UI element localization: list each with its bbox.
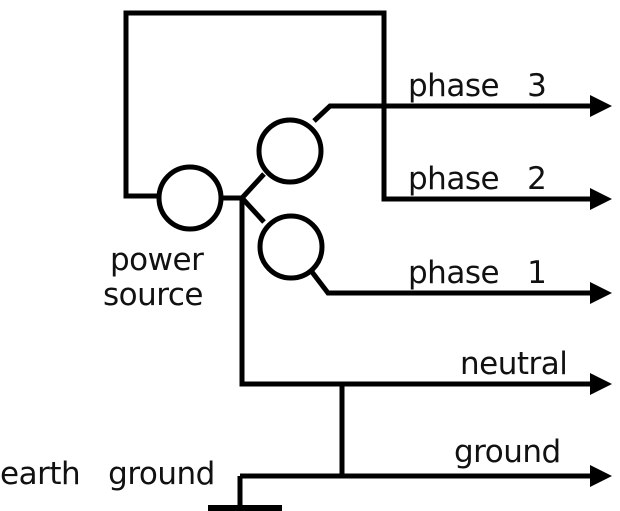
ground-label: ground bbox=[454, 434, 561, 470]
phase-1-arrowhead bbox=[590, 282, 612, 304]
phase-3-label: phase 3 bbox=[408, 68, 546, 104]
neutral-arrowhead bbox=[590, 373, 612, 395]
phase-2-arrowhead bbox=[590, 188, 612, 210]
power-source-coil bbox=[156, 164, 224, 232]
phase-3-coil bbox=[256, 117, 324, 185]
phase-2-wire bbox=[123, 10, 594, 202]
ground-arrowhead bbox=[590, 465, 612, 487]
branch-to-upper-coil bbox=[240, 172, 266, 200]
phase-3-wire bbox=[312, 103, 594, 123]
phase-1-coil bbox=[257, 213, 325, 281]
neutral-label: neutral bbox=[460, 346, 567, 382]
phase-2-label: phase 2 bbox=[408, 161, 546, 197]
branch-to-lower-coil bbox=[240, 196, 266, 224]
phase-3-arrowhead bbox=[590, 95, 612, 117]
power-source-label-line-1: power bbox=[110, 242, 204, 278]
neutral-wire bbox=[239, 198, 594, 387]
phase-1-wire bbox=[310, 270, 594, 296]
phase-1-label: phase 1 bbox=[408, 255, 546, 291]
earth-ground-label: earth ground bbox=[0, 456, 215, 492]
power-source-label-line-2: source bbox=[103, 277, 203, 313]
